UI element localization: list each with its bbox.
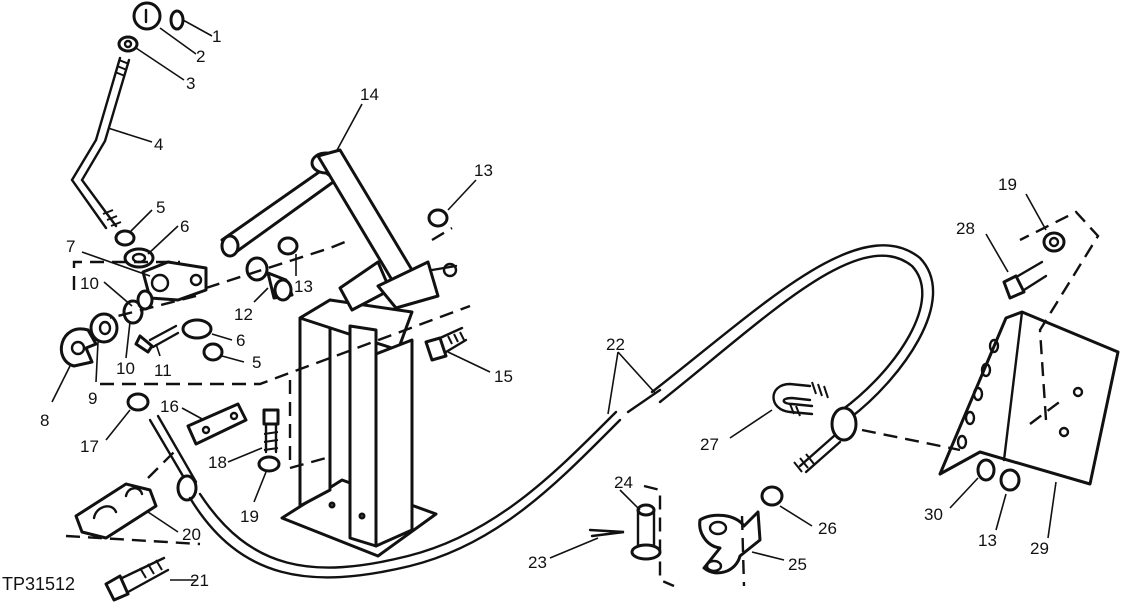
- callout-13a: 13: [294, 277, 313, 296]
- angle-bracket: [938, 310, 1120, 486]
- bolt-18: [262, 408, 280, 454]
- callout-12: 12: [234, 305, 253, 324]
- callout-17: 17: [80, 437, 99, 456]
- washer-6-lower: [181, 318, 213, 340]
- callout-10a: 10: [80, 274, 99, 293]
- callout-7: 7: [66, 237, 75, 256]
- cable-clamp: [74, 482, 158, 540]
- plate-16: [186, 402, 248, 446]
- washer-6-upper: [123, 247, 155, 269]
- callout-9: 9: [88, 389, 97, 408]
- nut-13-a: [277, 236, 299, 256]
- callout-18: 18: [208, 453, 227, 472]
- callout-2: 2: [196, 47, 205, 66]
- callout-8: 8: [40, 411, 49, 430]
- callout-19a: 19: [240, 507, 259, 526]
- bushing-10: [122, 289, 154, 325]
- callout-30: 30: [924, 505, 943, 524]
- washer-19-upper: [1042, 231, 1066, 253]
- callout-19b: 19: [998, 175, 1017, 194]
- control-knob: [132, 1, 185, 31]
- washer-19-lower: [257, 455, 281, 473]
- nut-13-b: [427, 208, 449, 228]
- slotted-collar: [59, 327, 98, 368]
- callout-26: 26: [818, 519, 837, 538]
- bolt-11: [134, 324, 180, 354]
- pedal-stand: [220, 148, 458, 558]
- callout-23: 23: [528, 553, 547, 572]
- callout-27: 27: [700, 435, 719, 454]
- nut-3: [117, 35, 139, 53]
- nut-5-lower: [202, 342, 224, 362]
- nut-26: [760, 485, 784, 507]
- bolt-21: [104, 556, 170, 602]
- callout-20: 20: [182, 525, 201, 544]
- u-bolt: [772, 381, 829, 417]
- figure-code: TP31512: [2, 574, 75, 594]
- nut-13-c: [999, 468, 1021, 492]
- clevis-block: [141, 260, 208, 302]
- callout-6a: 6: [180, 217, 189, 236]
- callout-3: 3: [186, 74, 195, 93]
- callout-25: 25: [788, 555, 807, 574]
- control-cable: [148, 244, 935, 579]
- nut-5-upper: [114, 229, 136, 247]
- callout-10b: 10: [116, 359, 135, 378]
- callout-24: 24: [614, 473, 633, 492]
- callout-21: 21: [190, 571, 209, 590]
- callout-28: 28: [956, 219, 975, 238]
- callout-16: 16: [160, 397, 179, 416]
- bolt-15: [424, 326, 468, 362]
- callout-29: 29: [1030, 539, 1049, 558]
- bolt-28: [1002, 260, 1048, 300]
- callout-labels: 1 2 3 4 5 6 7 10 8 9 10 11 6 5 12 13 14 …: [40, 27, 1049, 590]
- callout-14: 14: [360, 85, 379, 104]
- lever-rod: [70, 56, 131, 230]
- callout-leaders: [51, 19, 1057, 581]
- callout-15: 15: [494, 367, 513, 386]
- cotter-pin: [588, 528, 625, 538]
- clevis-yoke: [698, 510, 762, 575]
- callout-5b: 5: [252, 353, 261, 372]
- spacer-12: [245, 256, 294, 302]
- nut-17: [126, 392, 150, 412]
- callout-13c: 13: [978, 531, 997, 550]
- callout-1: 1: [212, 27, 221, 46]
- washer-30: [976, 458, 996, 482]
- clevis-pin: [630, 503, 662, 561]
- assembly-lines: [65, 210, 1100, 588]
- callout-11: 11: [154, 361, 172, 380]
- callout-22: 22: [606, 335, 625, 354]
- callout-4: 4: [154, 135, 163, 154]
- callout-6b: 6: [236, 331, 245, 350]
- washer-9: [89, 312, 119, 344]
- callout-13b: 13: [474, 161, 493, 180]
- callout-5a: 5: [156, 198, 165, 217]
